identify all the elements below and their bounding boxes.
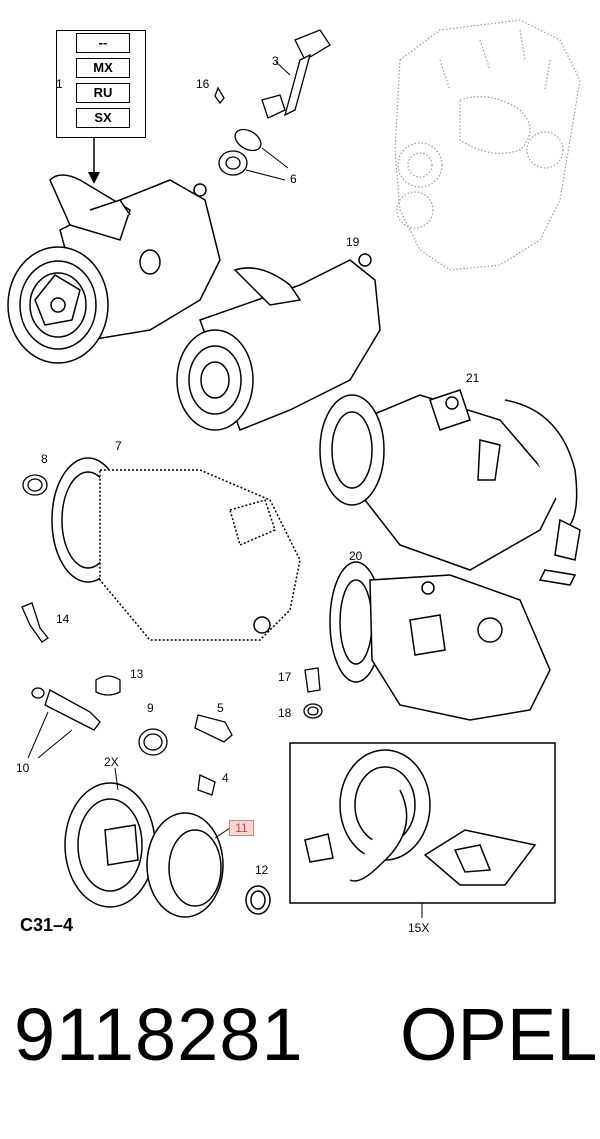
callout-3: 3 [272,54,279,68]
compressor-20 [329,561,551,721]
callout-1: 1 [56,77,63,91]
callout-4: 4 [222,771,229,785]
callout-19: 19 [346,235,360,249]
compressor-21 [319,389,581,586]
variant-sx: SX [76,108,130,128]
callout-20: 20 [349,549,363,563]
engine-illustration [394,19,581,271]
compressor-19 [176,253,381,431]
variant-mx: MX [76,58,130,78]
diagram-code: C31–4 [20,915,74,935]
callout-2x: 2X [104,755,119,769]
compressor-1 [7,174,221,364]
variant-frame [56,30,146,138]
callout-15x: 15X [408,921,430,935]
callout-9: 9 [147,701,154,715]
variant-none: -- [76,33,130,53]
clutch-assembly [64,782,271,918]
small-parts-left [21,474,49,643]
callout-18: 18 [278,706,292,720]
callout-17: 17 [278,670,292,684]
pressure-switch-3 [214,29,331,176]
field-coil-15x [304,749,537,886]
part-number: 9118281 [14,993,304,1076]
callout-14: 14 [56,612,70,626]
small-parts-row [31,667,323,796]
callout-21: 21 [466,371,480,385]
callout-5: 5 [217,701,224,715]
compressor-7 [51,457,301,641]
variant-ru: RU [76,83,130,103]
callout-11-highlight: 11 [229,820,254,836]
callout-12: 12 [255,863,269,877]
brand-name: OPEL [400,993,598,1076]
callout-7: 7 [115,439,122,453]
callout-16: 16 [196,77,210,91]
callout-10: 10 [16,761,30,775]
callout-13: 13 [130,667,144,681]
callout-6: 6 [290,172,297,186]
callout-8: 8 [41,452,48,466]
